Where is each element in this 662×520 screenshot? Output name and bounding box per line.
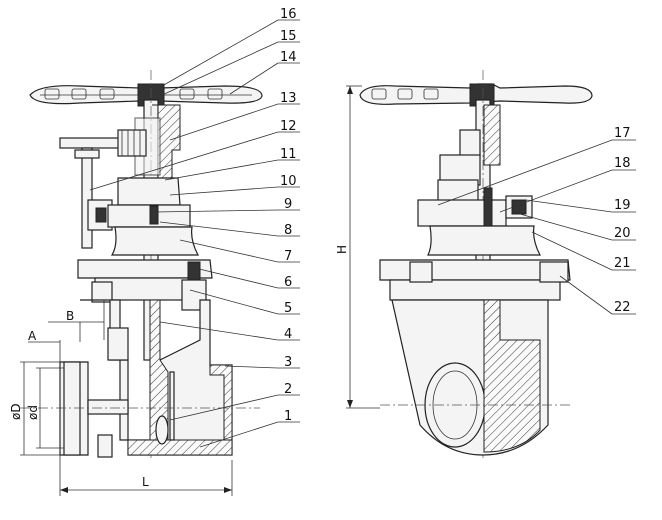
side-view: H xyxy=(335,70,593,460)
dim-H: H xyxy=(335,245,349,254)
dim-B: B xyxy=(66,309,74,323)
callouts-right: 17 18 19 20 21 22 xyxy=(437,126,636,315)
bonnet xyxy=(117,177,181,206)
callout-7: 7 xyxy=(284,249,292,264)
callout-18: 18 xyxy=(614,156,631,171)
callout-15: 15 xyxy=(280,29,297,44)
callout-11: 11 xyxy=(280,147,297,162)
dim-d: ød xyxy=(26,405,40,420)
dimension-lines xyxy=(20,300,233,496)
callout-17: 17 xyxy=(614,126,631,141)
callout-19: 19 xyxy=(614,198,631,213)
dim-L: L xyxy=(142,475,149,489)
callout-4: 4 xyxy=(284,327,292,342)
callouts-left: 16 15 14 13 12 11 10 9 8 7 6 5 4 3 2 1 xyxy=(89,7,300,448)
callout-5: 5 xyxy=(284,301,292,316)
dim-D: øD xyxy=(9,403,23,420)
body-flange xyxy=(77,259,213,279)
callout-8: 8 xyxy=(284,223,292,238)
callout-3: 3 xyxy=(284,355,292,370)
callout-12: 12 xyxy=(280,119,297,134)
callout-20: 20 xyxy=(614,226,631,241)
dim-A: A xyxy=(28,329,37,343)
callout-13: 13 xyxy=(280,91,297,106)
callout-22: 22 xyxy=(614,300,631,315)
position-indicator-gear xyxy=(59,129,147,249)
callout-2: 2 xyxy=(284,382,292,397)
callout-21: 21 xyxy=(614,256,631,271)
callout-1: 1 xyxy=(284,409,292,424)
callout-9: 9 xyxy=(284,197,292,212)
callout-16: 16 xyxy=(280,7,297,22)
side-gate-section xyxy=(483,299,541,453)
callout-10: 10 xyxy=(280,174,297,189)
front-section-view: A B L øD ød xyxy=(9,70,263,496)
callout-6: 6 xyxy=(284,275,292,290)
callout-14: 14 xyxy=(280,50,297,65)
